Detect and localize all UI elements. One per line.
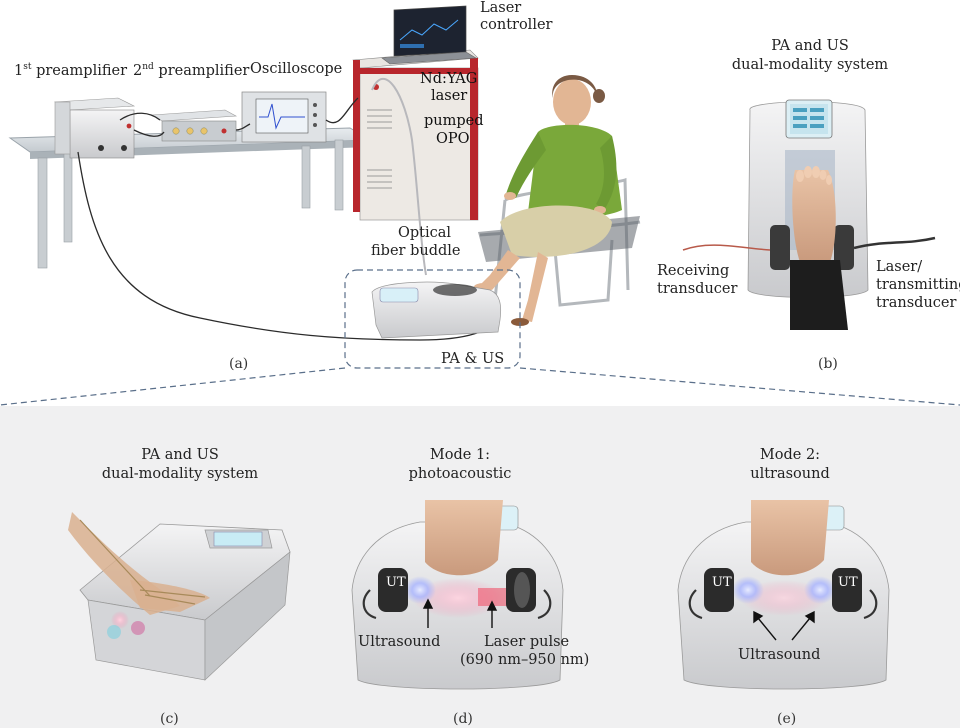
- label-laser-controller-line1: Laser: [480, 0, 522, 16]
- first-preamplifier-device: [53, 97, 136, 159]
- label-laser-controller-line2: controller: [480, 17, 553, 33]
- label-laser-transmitting-line3: transducer: [876, 295, 957, 311]
- pa-us-device-b: [682, 99, 936, 330]
- label-ut-e-left: UT: [712, 575, 732, 590]
- label-laser-transmitting-line1: Laser/: [876, 259, 923, 275]
- label-optical-fiber-line2: fiber buddle: [371, 243, 461, 259]
- optical-fiber-cable: [371, 77, 427, 276]
- label-ut-e-right: UT: [838, 575, 858, 590]
- label-ultrasound-e: Ultrasound: [738, 647, 821, 663]
- panel-letter-e: (e): [777, 711, 797, 727]
- panel-letter-a: (a): [229, 356, 249, 372]
- panel-letter-b: (b): [818, 356, 838, 372]
- panel-c-title-line1: PA and US: [141, 447, 219, 463]
- panel-c-title-line2: dual-modality system: [101, 466, 259, 482]
- panel-d-title-line1: Mode 1:: [429, 447, 491, 463]
- label-pumped: pumped: [424, 113, 484, 129]
- label-optical-fiber-line1: Optical: [398, 225, 452, 241]
- label-ut-d: UT: [386, 575, 406, 590]
- label-first-preamplifier: 1st preamplifier: [14, 62, 128, 79]
- oscilloscope-device: [241, 91, 327, 143]
- laptop: [381, 5, 477, 65]
- panel-b-title-line2: dual-modality system: [731, 57, 889, 73]
- zoom-line-left: [0, 367, 346, 406]
- cables: [77, 97, 498, 341]
- label-opo: OPO: [436, 131, 470, 147]
- seated-woman: [474, 75, 622, 326]
- panel-e-title-line2: ultrasound: [750, 466, 830, 482]
- panel-letter-d: (d): [453, 711, 473, 727]
- label-ndyag-line1: Nd:YAG: [420, 71, 478, 87]
- zoom-line-right: [519, 367, 960, 406]
- label-receiving-line2: transducer: [657, 281, 738, 297]
- panel-b-title-line1: PA and US: [771, 38, 849, 54]
- panel-letter-c: (c): [160, 711, 179, 727]
- label-second-preamplifier: 2nd preamplifier: [133, 62, 250, 79]
- label-ndyag-line2: laser: [431, 88, 468, 104]
- pa-us-device-d: [351, 500, 564, 690]
- label-laser-pulse-line1: Laser pulse: [484, 634, 570, 650]
- laser-cabinet: [352, 49, 479, 221]
- label-laser-pulse-line2: (690 nm–950 nm): [460, 652, 590, 668]
- panel-d-title-line2: photoacoustic: [408, 466, 512, 482]
- arrows-d: [422, 598, 498, 628]
- label-oscilloscope: Oscilloscope: [250, 61, 343, 77]
- pa-us-device-a: [371, 281, 502, 339]
- arrows-e: [753, 610, 815, 641]
- pa-us-device-c: [68, 512, 291, 681]
- label-pa-us: PA & US: [441, 351, 505, 367]
- label-laser-transmitting-line2: transmitting: [876, 277, 960, 293]
- label-ultrasound-d: Ultrasound: [358, 634, 441, 650]
- second-preamplifier-device: [151, 109, 238, 142]
- panel-e-title-line1: Mode 2:: [759, 447, 821, 463]
- pa-us-device-e: [677, 500, 890, 690]
- zoom-highlight-box: [344, 269, 521, 369]
- label-receiving-line1: Receiving: [657, 263, 730, 279]
